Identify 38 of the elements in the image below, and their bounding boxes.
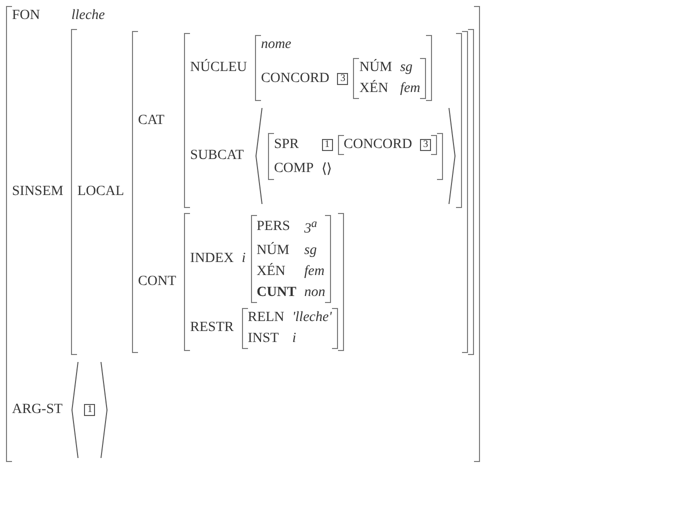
feature-value: sg xyxy=(304,242,317,259)
feature-value: sg xyxy=(400,60,413,76)
feature-value: lleche xyxy=(71,8,105,24)
feature-name: CONT xyxy=(138,274,176,290)
feature-name: PERS xyxy=(256,219,292,236)
feature-value: 'lleche' xyxy=(292,310,332,326)
feature-name: CAT xyxy=(138,112,166,128)
feature-name: NÚM xyxy=(256,242,290,259)
structure-sharing-tag: 1 xyxy=(84,404,96,416)
feature-name: CONCORD xyxy=(344,136,412,152)
feature-name: INDEX xyxy=(190,250,234,267)
feature-name: RESTR xyxy=(190,320,234,336)
feature-name: FON xyxy=(12,8,42,24)
feature-name: CONCORD xyxy=(260,70,330,86)
feature-name: LOCAL xyxy=(77,184,124,200)
feature-name: SPR xyxy=(274,136,300,152)
feature-name: RELN xyxy=(248,310,284,326)
feature-name: XÉN xyxy=(359,81,390,97)
feature-value: non xyxy=(304,284,326,301)
feature-value: fem xyxy=(304,264,325,280)
feature-name: CUNT xyxy=(256,284,296,301)
feature-value: 3$^{a}$ xyxy=(304,217,318,238)
feature-name: COMP xyxy=(274,160,314,176)
structure-sharing-tag: 1 xyxy=(322,138,333,150)
structure-sharing-tag: 3 xyxy=(337,72,348,84)
empty-list: ⟨⟩ xyxy=(322,160,332,178)
feature-name: ARG-ST xyxy=(12,402,64,418)
feature-name: NÚM xyxy=(359,60,392,76)
feature-value: nome xyxy=(260,37,292,53)
feature-name: SINSEM xyxy=(12,184,64,200)
structure-sharing-tag: 3 xyxy=(420,138,432,150)
feature-value: i xyxy=(292,330,296,347)
feature-name: INST xyxy=(248,330,280,347)
feature-name: NÚCLEU xyxy=(190,60,247,76)
feature-name: SUBCAT xyxy=(190,148,245,164)
feature-value: fem xyxy=(400,81,420,97)
feature-value: i xyxy=(242,250,246,267)
feature-name: XÉN xyxy=(256,264,286,280)
